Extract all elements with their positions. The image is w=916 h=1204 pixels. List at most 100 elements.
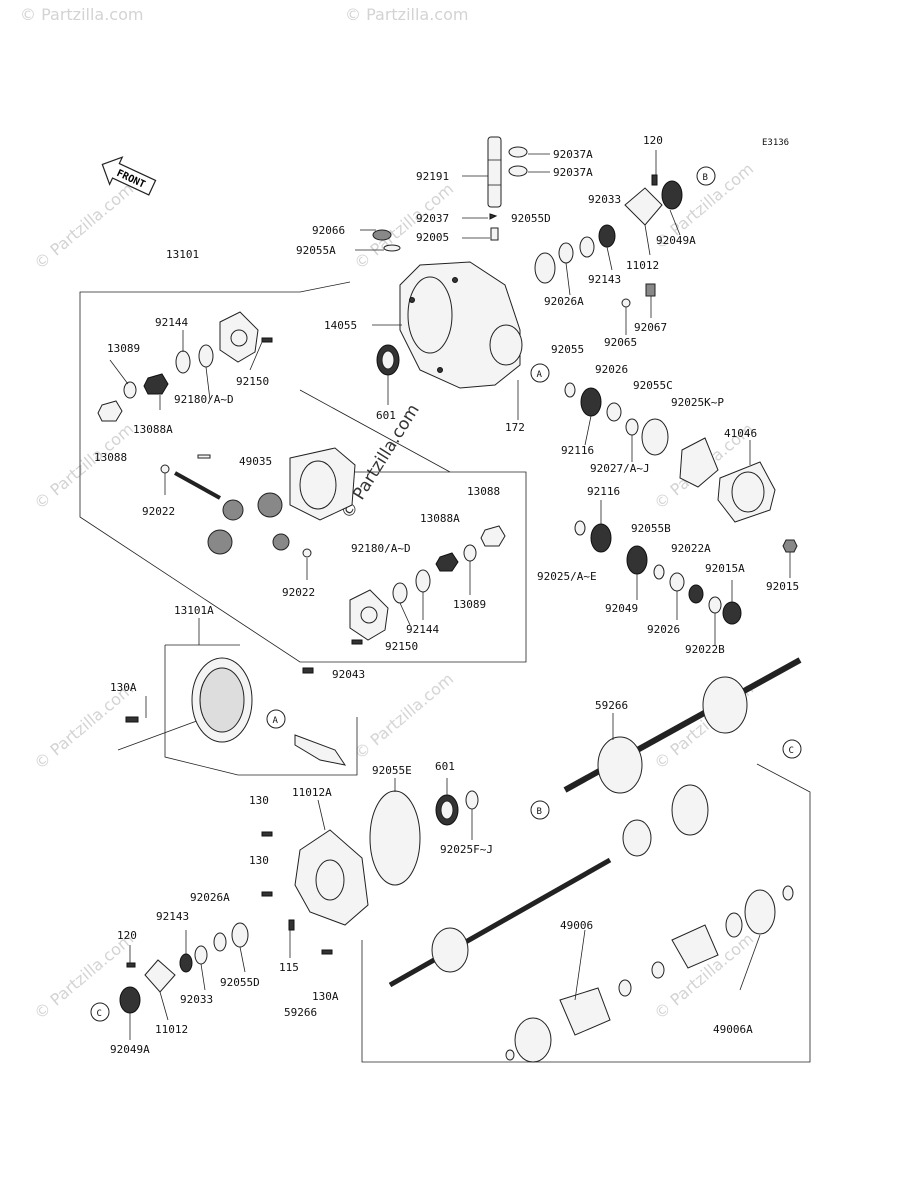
watermark: © Partzilla.com	[350, 669, 457, 763]
label-92026A-top: 92026A	[544, 295, 584, 308]
shim-92025FJ	[465, 790, 479, 810]
callout-A-1: A	[530, 363, 550, 383]
label-92022A: 92022A	[671, 542, 711, 555]
label-92026: 92026	[595, 363, 628, 376]
label-92143-bot: 92143	[156, 910, 189, 923]
label-49006: 49006	[560, 919, 593, 932]
label-92049A-top: 92049A	[656, 234, 696, 247]
ring-92033-top	[579, 236, 595, 258]
shaft-49035	[174, 471, 221, 500]
callout-B-2: B	[530, 800, 550, 820]
washer-92144-mid	[415, 569, 431, 593]
label-130A-bot: 130A	[312, 990, 339, 1003]
bolt-130-1	[261, 831, 273, 837]
label-92055E: 92055E	[372, 764, 412, 777]
callout-B-1: B	[696, 166, 716, 186]
label-130A-left: 130A	[110, 681, 137, 694]
bolt-92150-mid	[351, 639, 363, 645]
label-92055D-top: 92055D	[511, 212, 551, 225]
label-92180-mid: 92180/A~D	[351, 542, 411, 555]
pin-92005	[490, 227, 499, 241]
label-11012-bot: 11012	[155, 1023, 188, 1036]
clip-92037	[489, 213, 498, 220]
ring-92026A-top	[558, 242, 574, 264]
washer-92022-left	[160, 464, 170, 474]
svg-text:A: A	[273, 716, 279, 726]
label-92022B: 92022B	[685, 643, 725, 656]
label-92180-top: 92180/A~D	[174, 393, 234, 406]
label-41046: 41046	[724, 427, 757, 440]
washer-92144-top	[175, 350, 191, 374]
label-92055: 92055	[551, 343, 584, 356]
svg-text:A: A	[537, 370, 543, 380]
flange-mid	[349, 589, 389, 641]
diagram-code: E3136	[762, 138, 789, 148]
label-92055A: 92055A	[296, 244, 336, 257]
label-11012A: 11012A	[292, 786, 332, 799]
frame-shaft-c	[361, 763, 811, 1063]
pinion-gear-1	[222, 499, 244, 521]
clip-92037A-1	[508, 146, 528, 158]
pin-92191	[487, 136, 502, 208]
label-92037A-1: 92037A	[553, 148, 593, 161]
label-92150-mid: 92150	[385, 640, 418, 653]
label-13101: 13101	[166, 248, 199, 261]
watermark: © Partzilla.com	[345, 5, 468, 24]
gear-case-41046	[717, 461, 776, 523]
label-92026-mid: 92026	[647, 623, 680, 636]
label-92022-left: 92022	[142, 505, 175, 518]
drive-shaft-59266-top	[563, 657, 802, 794]
label-120-bot: 120	[117, 929, 137, 942]
label-92065: 92065	[604, 336, 637, 349]
nut-13088A-right	[435, 552, 459, 572]
seal-92049A-top	[661, 180, 683, 210]
label-92025AE: 92025/A~E	[537, 570, 597, 583]
label-92116-2: 92116	[587, 485, 620, 498]
diff-case	[289, 447, 356, 521]
label-13089-top: 13089	[107, 342, 140, 355]
cap-11012-top	[624, 187, 663, 226]
shim-92180-mid	[392, 582, 408, 604]
oring-92055B	[653, 564, 665, 580]
label-92144-top: 92144	[155, 316, 188, 329]
label-92025KP: 92025K~P	[671, 396, 724, 409]
pin-49035	[197, 454, 211, 459]
oring-92055	[564, 382, 576, 398]
shim-92025KP	[679, 437, 719, 488]
bolt-120-top	[651, 174, 658, 186]
nut-92066	[372, 229, 392, 241]
label-49006A: 49006A	[713, 1023, 753, 1036]
label-92055D-bot: 92055D	[220, 976, 260, 989]
leader-lines	[109, 150, 791, 1040]
nut-13088-right	[480, 525, 506, 547]
ring-92022B	[708, 596, 722, 614]
gear-case-11012A	[294, 829, 369, 926]
plug-92067	[645, 283, 656, 297]
pin-92043	[302, 667, 314, 674]
label-92055B: 92055B	[631, 522, 671, 535]
flange-top	[219, 311, 259, 363]
label-92037: 92037	[416, 212, 449, 225]
nut-92015A	[722, 601, 742, 625]
washer-13089-left	[123, 381, 137, 399]
label-92191: 92191	[416, 170, 449, 183]
pinion-shaft	[294, 734, 347, 766]
svg-text:B: B	[537, 807, 542, 817]
pinion-gear-2	[272, 533, 290, 551]
shim-92180-top	[198, 344, 214, 368]
bolt-130A-left	[125, 716, 139, 723]
seal-92143-top	[598, 224, 616, 248]
label-92026A-bot: 92026A	[190, 891, 230, 904]
seal-92049A-bot	[119, 986, 141, 1014]
label-115: 115	[279, 961, 299, 974]
boot-49006	[505, 979, 632, 1063]
label-59266-bot: 59266	[284, 1006, 317, 1019]
label-120-top: 120	[643, 134, 663, 147]
label-92015A: 92015A	[705, 562, 745, 575]
callout-C-1: C	[782, 739, 802, 759]
label-11012-top: 11012	[626, 259, 659, 272]
label-92033-bot: 92033	[180, 993, 213, 1006]
watermark: © Partzilla.com	[30, 419, 137, 513]
clip-92037A-2	[508, 165, 528, 177]
